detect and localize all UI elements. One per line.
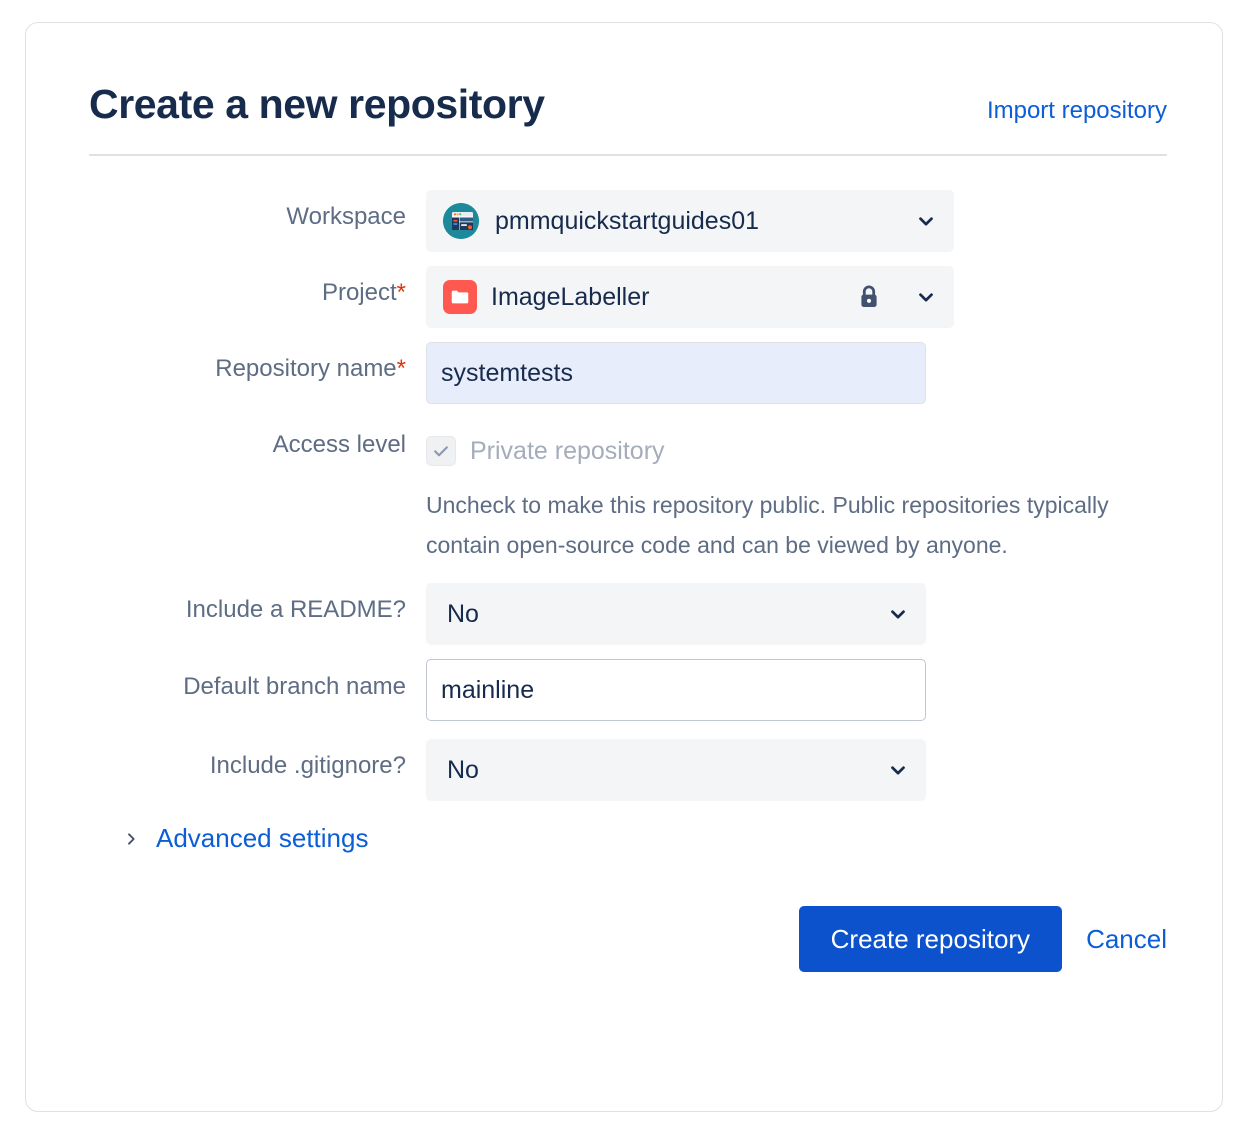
include-gitignore-control: No [426, 739, 1167, 802]
field-row-access-level: Access level Private repository Uncheck … [89, 418, 1167, 565]
default-branch-label: Default branch name [89, 659, 426, 702]
cancel-button[interactable]: Cancel [1086, 923, 1167, 954]
project-label: Project* [89, 266, 426, 308]
access-level-help-text: Uncheck to make this repository public. … [426, 492, 1109, 558]
include-readme-value: No [447, 599, 479, 628]
workspace-label-text: Workspace [286, 203, 406, 231]
include-readme-label-text: Include a README? [185, 596, 406, 624]
field-row-workspace: Workspace [89, 190, 1167, 253]
card-content: Create a new repository Import repositor… [89, 81, 1167, 973]
include-gitignore-label: Include .gitignore? [89, 739, 426, 781]
access-level-label-text: Access level [272, 431, 406, 459]
page-title: Create a new repository [89, 81, 545, 127]
project-select[interactable]: ImageLabeller [426, 266, 954, 329]
advanced-settings-toggle[interactable]: Advanced settings [122, 823, 368, 854]
check-icon [434, 446, 448, 457]
project-label-text: Project [321, 279, 397, 307]
field-row-repository-name: Repository name* [89, 342, 1167, 405]
workspace-avatar-icon [443, 203, 479, 240]
import-repository-link[interactable]: Import repository [986, 97, 1167, 124]
project-control: ImageLabeller [426, 266, 1167, 329]
include-gitignore-label-text: Include .gitignore? [209, 752, 406, 780]
repository-name-label: Repository name* [89, 342, 426, 384]
chevron-down-icon [887, 759, 909, 781]
include-readme-control: No [426, 583, 1167, 646]
chevron-down-icon [915, 210, 937, 232]
project-value: ImageLabeller [491, 282, 650, 311]
project-required-asterisk: * [396, 279, 406, 307]
lock-icon [857, 283, 881, 311]
workspace-select[interactable]: pmmquickstartguides01 [426, 190, 954, 253]
advanced-settings-label: Advanced settings [156, 823, 369, 854]
field-row-include-gitignore: Include .gitignore? No [89, 739, 1167, 802]
private-repository-checkbox[interactable] [426, 436, 456, 467]
chevron-down-icon [915, 286, 937, 308]
include-gitignore-select[interactable]: No [426, 739, 926, 802]
create-repository-button[interactable]: Create repository [798, 906, 1063, 973]
repository-name-input[interactable] [426, 342, 926, 405]
repository-name-control [426, 342, 1167, 405]
repository-name-required-asterisk: * [396, 355, 406, 383]
field-row-default-branch: Default branch name [89, 659, 1167, 722]
include-readme-label: Include a README? [89, 583, 426, 625]
create-repository-card: Create a new repository Import repositor… [25, 22, 1223, 1112]
workspace-label: Workspace [89, 190, 426, 232]
repository-name-label-text: Repository name [215, 355, 397, 383]
private-repository-label: Private repository [470, 436, 665, 465]
create-repository-form: Workspace [89, 190, 1167, 973]
chevron-down-icon [887, 603, 909, 625]
include-readme-select[interactable]: No [426, 583, 926, 646]
workspace-control: pmmquickstartguides01 [426, 190, 1167, 253]
include-gitignore-value: No [447, 755, 479, 784]
default-branch-label-text: Default branch name [183, 673, 406, 701]
workspace-value: pmmquickstartguides01 [495, 206, 760, 235]
card-header: Create a new repository Import repositor… [89, 81, 1167, 157]
field-row-project: Project* ImageLabeller [89, 266, 1167, 329]
default-branch-control [426, 659, 1167, 722]
form-actions: Create repository Cancel [89, 906, 1167, 973]
access-level-label: Access level [89, 418, 426, 460]
field-row-include-readme: Include a README? No [89, 583, 1167, 646]
chevron-right-icon [122, 828, 140, 850]
access-level-control: Private repository Uncheck to make this … [426, 418, 1167, 565]
folder-icon [443, 280, 477, 315]
private-repository-checkbox-row[interactable]: Private repository [426, 418, 1167, 474]
default-branch-input[interactable] [426, 659, 926, 722]
